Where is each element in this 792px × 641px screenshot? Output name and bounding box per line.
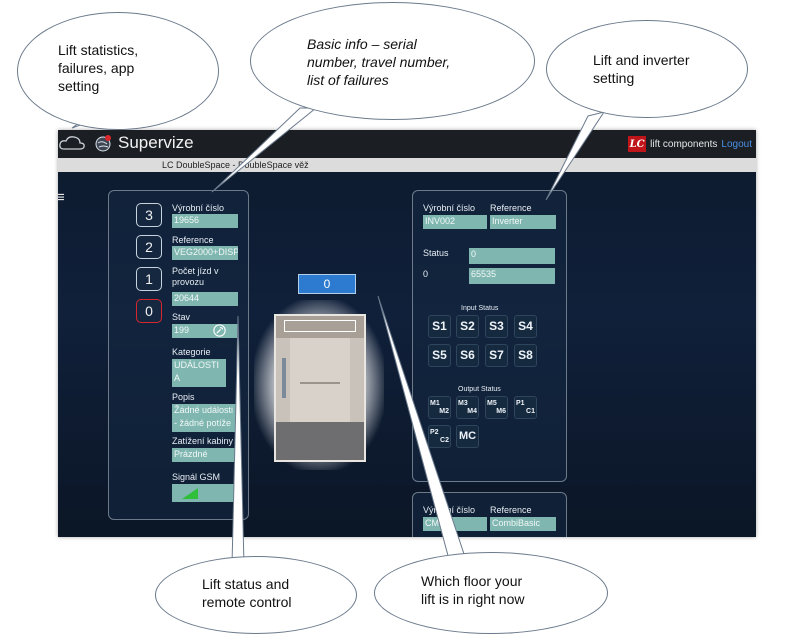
load-label: Zatížení kabiny	[172, 436, 234, 446]
serial-label: Výrobní číslo	[172, 203, 225, 213]
logout-link[interactable]: Logout	[721, 138, 752, 150]
combi-reference-label: Reference	[490, 505, 532, 515]
input-s8: S8	[514, 344, 537, 367]
floor-button-1[interactable]: 1	[136, 267, 162, 291]
brand-name: lift components	[650, 138, 718, 150]
category-label: Kategorie	[172, 347, 211, 357]
app-window: Supervize LC lift components Logout LC D…	[58, 130, 756, 537]
output-mc: MC	[456, 425, 479, 448]
breadcrumb: LC DoubleSpace - DoubleSpace věž	[162, 160, 309, 170]
inverter-serial-value: INV002	[423, 215, 487, 229]
combi-reference-value: CombiBasic	[490, 517, 556, 531]
signal-strength-icon	[182, 488, 198, 499]
inverter-serial-label: Výrobní číslo	[423, 203, 476, 213]
input-s6: S6	[456, 344, 479, 367]
input-s7: S7	[485, 344, 508, 367]
app-title: Supervize	[118, 133, 194, 152]
input-s2: S2	[456, 315, 479, 338]
trips-label: Počet jízd v provozu	[172, 266, 219, 287]
load-value: Prázdné	[172, 448, 238, 462]
trips-value: 20644	[172, 292, 238, 306]
inverter-reference-value: Inverter	[490, 215, 556, 229]
input-s4: S4	[514, 315, 537, 338]
globe-logo-icon	[95, 135, 111, 152]
input-s3: S3	[485, 315, 508, 338]
cloud-icon[interactable]	[58, 134, 86, 152]
inverter-status-label: Status	[423, 248, 449, 258]
input-s1: S1	[428, 315, 451, 338]
sub-bar: LC DoubleSpace - DoubleSpace věž	[58, 158, 756, 172]
description-value: Žádné události - žádné potíže	[172, 404, 238, 432]
hamburger-menu-icon[interactable]: ≡	[58, 189, 65, 206]
reference-label: Reference	[172, 235, 214, 245]
floor-button-3[interactable]: 3	[136, 203, 162, 227]
floor-button-2[interactable]: 2	[136, 235, 162, 259]
brand-area: LC lift components Logout	[628, 136, 752, 152]
top-bar: Supervize LC lift components Logout	[58, 130, 756, 158]
reference-value: VEG2000+DISP911	[172, 246, 238, 260]
wrench-icon[interactable]	[213, 324, 226, 337]
description-label: Popis	[172, 392, 195, 402]
inverter-status-side: 0	[423, 269, 429, 279]
floor-button-0[interactable]: 0	[136, 299, 162, 323]
lift-cabin-image	[274, 314, 366, 462]
category-value: UDÁLOSTI A PORUCHY	[172, 359, 226, 387]
serial-value: 19656	[172, 214, 238, 228]
lift-info-panel: 3 2 1 0 Výrobní číslo 19656 Reference VE…	[108, 190, 249, 520]
gsm-signal-bar	[172, 484, 238, 502]
input-status-title: Input Status	[461, 305, 499, 312]
output-status-title: Output Status	[458, 386, 501, 393]
input-s5: S5	[428, 344, 451, 367]
inverter-panel: Výrobní číslo INV002 Reference Inverter …	[412, 190, 567, 482]
status-label: Stav	[172, 312, 191, 322]
current-floor-indicator: 0	[298, 274, 356, 294]
inverter-status-value[interactable]: 0	[469, 248, 555, 264]
brand-logo: LC	[628, 136, 647, 152]
gsm-label: Signál GSM	[172, 472, 221, 482]
inverter-reference-label: Reference	[490, 203, 532, 213]
inverter-status-value2[interactable]: 65535	[469, 268, 555, 284]
